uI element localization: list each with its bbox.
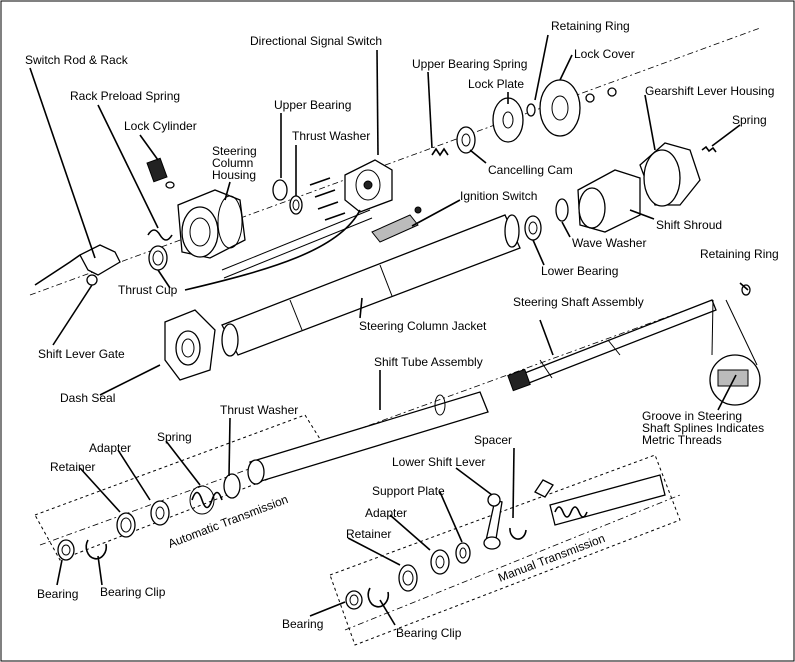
label-groove-line-3: Metric Threads xyxy=(642,433,722,447)
lower-shift-lever-part xyxy=(483,493,503,550)
thrust-cup-part xyxy=(148,245,168,271)
switch-rod-rack-part xyxy=(34,244,121,286)
mounting-screws xyxy=(309,177,346,221)
lock-cover-nuts xyxy=(585,87,617,103)
label-shift-shroud: Shift Shroud xyxy=(656,218,722,232)
dash-seal-part xyxy=(164,309,216,381)
automatic-bearing-clip-part xyxy=(85,539,108,560)
label-wave-washer: Wave Washer xyxy=(572,236,646,250)
label-rack-preload-spring: Rack Preload Spring xyxy=(70,89,180,103)
spacer-part xyxy=(509,527,527,540)
label-groove-line-2: Shaft Splines Indicates xyxy=(642,421,764,435)
wave-washer-part xyxy=(555,198,569,222)
retaining-ring-top-part xyxy=(526,103,536,117)
label-lock-cylinder: Lock Cylinder xyxy=(124,119,197,133)
label-retainer-right: Retainer xyxy=(346,527,391,541)
label-retaining-ring-right: Retaining Ring xyxy=(700,247,779,261)
label-dash-seal: Dash Seal xyxy=(60,391,115,405)
shift-tube-assembly-part xyxy=(247,391,489,485)
support-plate-part xyxy=(455,542,471,564)
groove-detail-callout xyxy=(709,299,761,406)
label-lower-shift-lever: Lower Shift Lever xyxy=(392,455,485,469)
steering-shaft-assembly-part xyxy=(507,299,717,392)
spring-top-part xyxy=(701,145,717,153)
lower-bearing-part xyxy=(524,215,542,241)
label-shift-lever-gate: Shift Lever Gate xyxy=(38,347,125,361)
label-upper-bearing-spring: Upper Bearing Spring xyxy=(412,57,527,71)
label-ignition-switch: Ignition Switch xyxy=(460,189,537,203)
label-bearing-right: Bearing xyxy=(282,617,323,631)
label-bearing-clip-right: Bearing Clip xyxy=(396,626,462,640)
label-upper-bearing: Upper Bearing xyxy=(274,98,351,112)
automatic-bearing-part xyxy=(57,539,75,561)
shift-shroud-part xyxy=(577,169,641,233)
label-thrust-washer-top: Thrust Washer xyxy=(292,129,370,143)
manual-center-axis xyxy=(344,494,681,631)
manual-bearing-clip-part xyxy=(367,587,390,608)
label-directional-signal-switch: Directional Signal Switch xyxy=(250,34,382,48)
upper-bearing-part xyxy=(272,179,303,215)
label-spacer: Spacer xyxy=(474,433,512,447)
label-cancelling-cam: Cancelling Cam xyxy=(488,163,573,177)
leader-lines xyxy=(29,34,749,626)
lock-cover-part xyxy=(539,79,581,137)
label-retainer-left: Retainer xyxy=(50,460,95,474)
automatic-spring-part xyxy=(189,485,223,515)
label-steering-shaft-assembly: Steering Shaft Assembly xyxy=(513,295,644,309)
manual-retainer-part xyxy=(398,564,418,592)
upper-bearing-spring-part xyxy=(431,147,449,157)
label-adapter-left: Adapter xyxy=(89,441,131,455)
label-gearshift-lever-housing: Gearshift Lever Housing xyxy=(645,84,774,98)
label-automatic-transmission: Automatic Transmission xyxy=(166,492,290,551)
label-thrust-washer-lower: Thrust Washer xyxy=(220,403,298,417)
label-thrust-cup: Thrust Cup xyxy=(118,283,178,297)
automatic-thrust-washer-part xyxy=(223,473,241,499)
gearshift-lever-housing-part xyxy=(639,142,701,207)
label-switch-rod-rack: Switch Rod & Rack xyxy=(25,53,129,67)
label-manual-transmission: Manual Transmission xyxy=(496,531,607,585)
label-spring-left: Spring xyxy=(157,430,192,444)
lock-cylinder-part xyxy=(146,157,175,189)
label-bearing-clip-left: Bearing Clip xyxy=(100,585,166,599)
automatic-retainer-part xyxy=(116,512,136,538)
label-lock-plate: Lock Plate xyxy=(468,77,524,91)
manual-adapter-part xyxy=(430,549,450,575)
label-steering-column-jacket: Steering Column Jacket xyxy=(359,319,487,333)
directional-signal-switch-part xyxy=(184,159,393,291)
label-steering-column-housing-1: Steering xyxy=(212,144,257,158)
label-shift-tube-assembly: Shift Tube Assembly xyxy=(374,355,483,369)
label-bearing-left: Bearing xyxy=(37,587,78,601)
manual-bearing-part xyxy=(345,590,363,610)
label-lower-bearing: Lower Bearing xyxy=(541,264,618,278)
label-support-plate: Support Plate xyxy=(372,484,445,498)
steering-column-housing-part xyxy=(177,189,246,259)
lock-plate-part xyxy=(492,97,524,143)
rack-preload-spring-part xyxy=(147,229,173,241)
label-retaining-ring-top: Retaining Ring xyxy=(551,19,630,33)
label-lock-cover: Lock Cover xyxy=(574,47,635,61)
automatic-adapter-part xyxy=(150,500,170,526)
label-steering-column-housing-3: Housing xyxy=(212,168,256,182)
label-adapter-right: Adapter xyxy=(365,506,407,520)
steering-column-jacket-part xyxy=(221,214,521,357)
label-groove-line-1: Groove in Steering xyxy=(642,409,742,423)
manual-shift-tube-part xyxy=(534,474,666,526)
label-steering-column-housing-2: Column xyxy=(212,156,253,170)
cancelling-cam-part xyxy=(456,126,476,154)
label-spring-top: Spring xyxy=(732,113,767,127)
ignition-switch-part xyxy=(371,206,422,243)
